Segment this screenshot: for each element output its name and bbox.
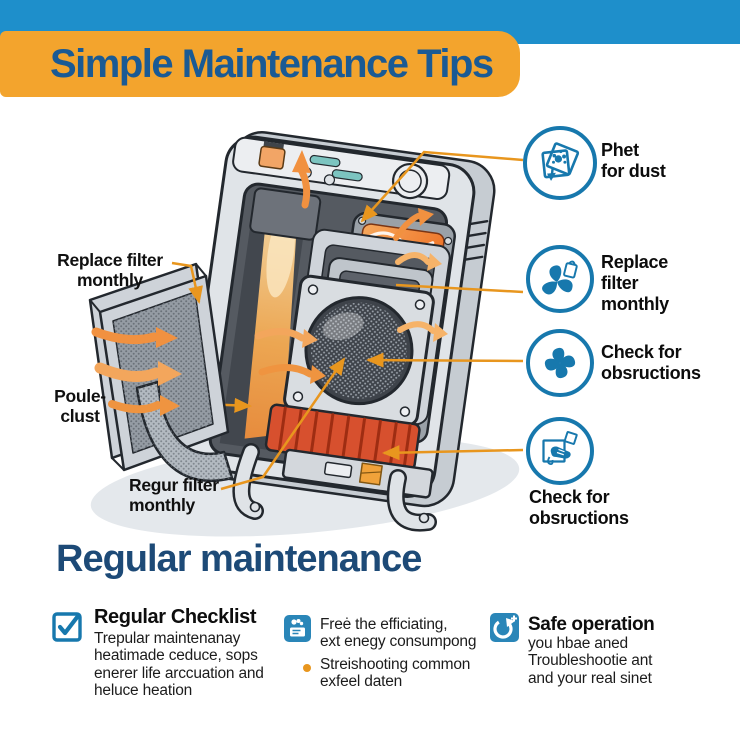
fan-replace-glyph bbox=[542, 260, 578, 295]
fan-icon bbox=[526, 329, 594, 397]
troubleshooting-text: Streishooting common exfeel daten bbox=[320, 656, 471, 691]
safe-operation-icon bbox=[490, 613, 519, 642]
left-label-filter-monthly: Regur filter monthly bbox=[129, 475, 219, 515]
efficiency-text: Freė the efficiating, ext enegy consumpo… bbox=[320, 616, 477, 651]
dust-filter-icon bbox=[523, 126, 597, 200]
bullet-dot bbox=[303, 664, 311, 672]
callout-label-dust: Phet for dust bbox=[601, 140, 666, 182]
device-legs bbox=[232, 443, 437, 532]
wipe-clean-glyph bbox=[542, 431, 578, 465]
top-duct bbox=[249, 187, 322, 241]
indicator-1 bbox=[309, 154, 341, 168]
column-body-safe-operation: you hbae aned Troubleshootie ant and you… bbox=[528, 635, 653, 687]
left-label-replace-filter: Replace filter monthly bbox=[57, 250, 163, 290]
header-banner bbox=[0, 31, 520, 97]
fan-assembly bbox=[283, 274, 435, 427]
checkbox-icon bbox=[52, 611, 83, 642]
fan-glyph bbox=[544, 347, 576, 379]
section-title: Regular maintenance bbox=[56, 538, 422, 580]
column-title-safe-operation: Safe operation bbox=[528, 614, 655, 635]
callout-label-check-obstructions: Check for obsructions bbox=[601, 342, 701, 384]
column-title-checklist: Regular Checklist bbox=[94, 606, 257, 628]
dust-filter-glyph bbox=[541, 142, 580, 181]
fan-replace-icon bbox=[526, 245, 594, 313]
callout-label-replace-filter: Replace filter monthly bbox=[601, 252, 669, 315]
left-label-dust: Poule- clust bbox=[54, 386, 106, 426]
indicator-2 bbox=[331, 169, 363, 182]
callout-label-check-obstructions-2: Check for obsructions bbox=[529, 487, 629, 529]
cleaning-icon bbox=[284, 615, 311, 642]
power-button bbox=[258, 145, 286, 170]
display-strip bbox=[263, 141, 284, 150]
callout-lines bbox=[171, 150, 524, 491]
fuel-component bbox=[358, 462, 383, 486]
column-body-checklist: Trepular maintenanay heatimade ceduce, s… bbox=[94, 630, 264, 700]
wipe-clean-icon bbox=[526, 417, 594, 485]
page-title: Simple Maintenance Tips bbox=[50, 42, 494, 86]
airflow-arrows-inner bbox=[254, 150, 448, 384]
airflow-arrows-intake bbox=[91, 327, 182, 416]
side-vents bbox=[464, 220, 489, 261]
